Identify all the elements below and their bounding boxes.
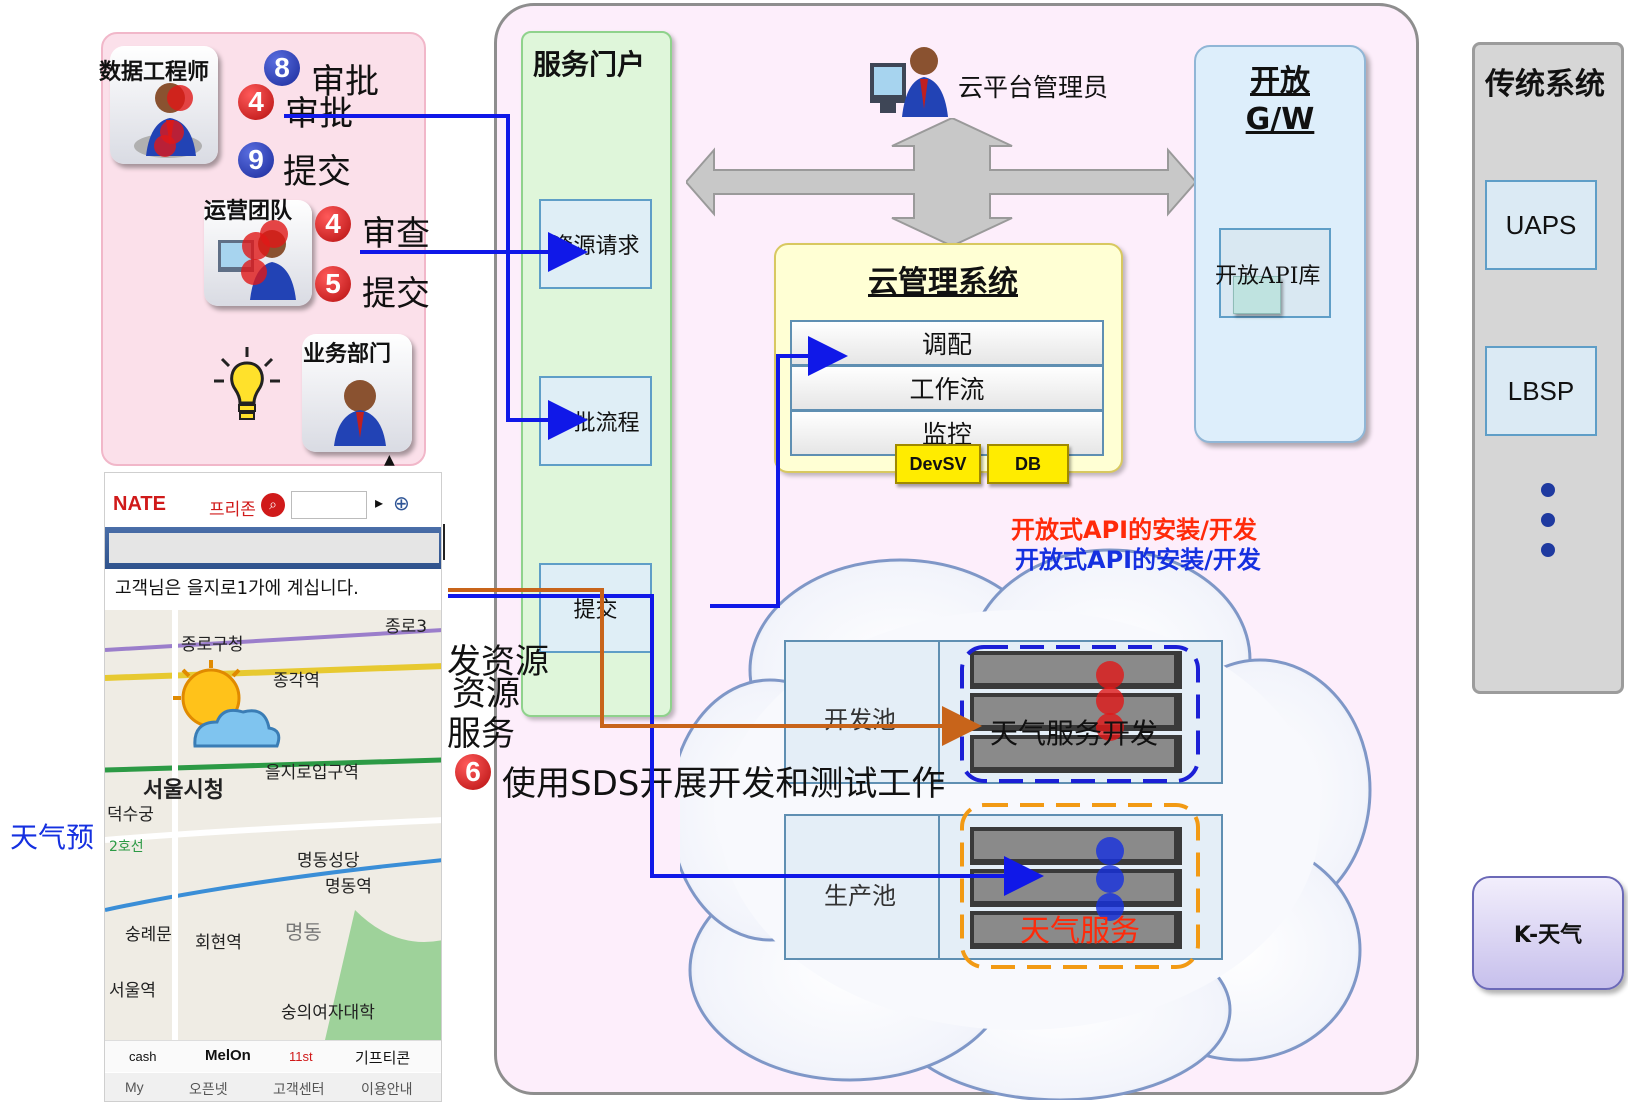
floating-resource-2: 资源 — [452, 674, 520, 714]
open-api-library[interactable]: 开放API库 — [1215, 228, 1331, 318]
step-5-badge: 5 — [315, 266, 351, 302]
api-lib-label: 开放API库 — [1215, 264, 1321, 289]
freezone-label: 프리존 — [209, 500, 256, 519]
nate-logo: NATE — [113, 493, 166, 515]
map-roads — [105, 610, 441, 1040]
data-engineer-tile[interactable] — [110, 46, 218, 164]
map-label: 을지로입구역 — [265, 763, 359, 783]
cursor-bar — [443, 524, 445, 560]
cloud-mgmt-title: 云管理系统 — [868, 265, 1018, 300]
map-label: 종각역 — [273, 671, 320, 691]
play-icon[interactable]: ▸ — [375, 493, 384, 512]
step-4a-badge: 4 — [238, 84, 274, 120]
map-area[interactable]: 종로구청 종로3 종각역 을지로입구역 서울시청 덕수궁 2호선 명동성당 명동… — [105, 610, 441, 1040]
map-label: 종로구청 — [181, 635, 244, 655]
step-9-badge: 9 — [238, 142, 274, 178]
link-my[interactable]: My — [125, 1079, 144, 1095]
search-input[interactable] — [291, 491, 367, 519]
db-chip: DB — [987, 444, 1069, 484]
globe-icon[interactable]: ⊕ — [393, 491, 410, 515]
app-cash[interactable]: cash — [129, 1049, 157, 1064]
business-avatar-icon — [334, 380, 386, 446]
map-label: 서울시청 — [143, 778, 224, 803]
pointer-triangle: ▲ — [384, 452, 395, 468]
app-melon[interactable]: MelOn — [205, 1047, 251, 1064]
step-8-badge: 8 — [264, 50, 300, 86]
step-6-text: 使用SDS开展开发和测试工作 — [502, 764, 946, 804]
ops-team-tile[interactable] — [204, 200, 312, 306]
map-label: 명동 — [285, 920, 322, 944]
step-4b-text: 审查 — [362, 214, 430, 254]
app-gifticon[interactable]: 기프티콘 — [355, 1050, 411, 1067]
ellipsis-dot-3 — [1541, 543, 1555, 557]
link-guide[interactable]: 이용안내 — [361, 1081, 413, 1097]
step-8-text: 审批 — [311, 62, 379, 102]
map-label: 명동역 — [325, 877, 372, 897]
weather-forecast-label: 天气预 — [10, 821, 95, 854]
engineer-avatar-icon — [134, 83, 202, 158]
data-engineer-label: 数据工程师 — [99, 60, 210, 85]
business-dept-label: 业务部门 — [303, 342, 392, 367]
footer-row-links: My 오픈넷 고객센터 이용안내 — [105, 1073, 441, 1101]
floating-service: 服务 — [447, 714, 515, 754]
map-label: 숭의여자대학 — [281, 1003, 375, 1023]
ops-avatar-icon — [218, 220, 296, 300]
step-4b-badge: 4 — [315, 206, 351, 242]
dev-pool-label: 开发池 — [824, 706, 896, 734]
open-gw-title-line1: 开放 — [1250, 64, 1310, 99]
app-11st[interactable]: 11st — [289, 1049, 313, 1064]
weather-sun-cloud-icon — [173, 660, 281, 748]
business-dept-tile[interactable] — [302, 334, 412, 452]
ellipsis-dot-1 — [1541, 483, 1555, 497]
ops-team-label: 运营团队 — [204, 199, 293, 224]
lightbulb-icon — [214, 347, 280, 420]
bidirectional-arrow — [686, 118, 1196, 246]
service-portal-title: 服务门户 — [533, 48, 646, 81]
k-weather-box[interactable]: K-天气 — [1472, 876, 1624, 990]
map-label: 2호선 — [109, 839, 144, 855]
link-support[interactable]: 고객센터 — [273, 1081, 325, 1097]
nav-icon-bar — [105, 527, 441, 569]
step-9-text: 提交 — [283, 152, 351, 192]
location-text: 고객님은 을지로1가에 계십니다. — [105, 569, 441, 609]
mobile-phone-screen: NATE 프리존 ⌕ ▸ ⊕ 고객님은 을지로1가에 계십니다. 종로구청 종로… — [104, 472, 442, 1102]
link-opennet[interactable]: 오픈넷 — [189, 1081, 228, 1097]
floating-resource-1: 发资源 — [447, 642, 549, 682]
api-lib-block — [1233, 276, 1281, 314]
prod-server-rack-icon — [960, 803, 1200, 969]
legacy-uaps[interactable]: UAPS — [1485, 180, 1597, 270]
step-5-text: 提交 — [362, 274, 430, 314]
map-label: 서울역 — [109, 981, 156, 1001]
devsv-chip: DevSV — [895, 444, 981, 484]
map-label: 회현역 — [195, 933, 242, 953]
dev-server-rack-icon — [960, 645, 1200, 783]
api-install-blue: 开放式API的安装/开发 — [1015, 546, 1261, 574]
cloud-admin-icon — [870, 47, 948, 117]
search-icon[interactable]: ⌕ — [261, 493, 285, 517]
dev-service-label: 天气服务开发 — [990, 717, 1159, 750]
map-label: 숭례문 — [125, 925, 172, 945]
open-gw-title-line2: G/W — [1245, 102, 1315, 137]
legacy-lbsp[interactable]: LBSP — [1485, 346, 1597, 436]
step-6-badge: 6 — [455, 754, 491, 790]
api-install-red: 开放式API的安装/开发 — [1011, 516, 1257, 544]
ellipsis-dot-2 — [1541, 513, 1555, 527]
map-label: 덕수궁 — [107, 805, 154, 825]
map-label: 명동성당 — [297, 851, 360, 871]
legacy-title: 传统系统 — [1485, 67, 1605, 102]
map-label: 종로3 — [385, 617, 428, 637]
footer-row-apps: cash MelOn 11st 기프티콘 — [105, 1040, 441, 1072]
prod-service-label: 天气服务 — [1020, 914, 1140, 949]
cloud-admin-label: 云平台管理员 — [958, 73, 1109, 102]
prod-pool-label: 生产池 — [824, 882, 896, 910]
